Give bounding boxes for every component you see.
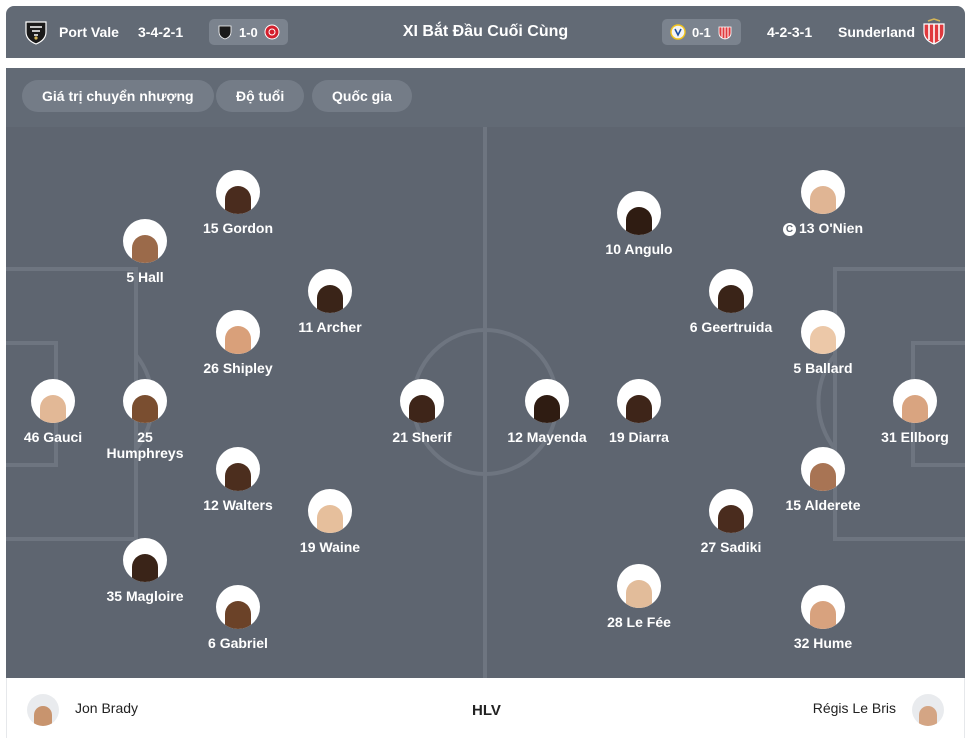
player-photo xyxy=(216,447,260,491)
player-photo xyxy=(801,585,845,629)
lineup-header: Port Vale 3-4-2-1 1-0 XI Bắt Đầu Cuối Cù… xyxy=(6,6,965,58)
home-player[interactable]: 6 Gabriel xyxy=(178,585,298,651)
lineup-widget: Port Vale 3-4-2-1 1-0 XI Bắt Đầu Cuối Cù… xyxy=(6,6,965,738)
home-team-name[interactable]: Port Vale xyxy=(59,24,119,40)
player-photo xyxy=(31,379,75,423)
player-photo xyxy=(123,219,167,263)
home-last-result-score: 1-0 xyxy=(239,24,258,40)
away-team-name[interactable]: Sunderland xyxy=(838,24,916,40)
player-photo xyxy=(801,447,845,491)
player-label: 35 Magloire xyxy=(106,588,184,604)
home-player[interactable]: 26 Shipley xyxy=(178,310,298,376)
away-player[interactable]: 5 Ballard xyxy=(763,310,883,376)
home-coach-name[interactable]: Jon Brady xyxy=(75,700,139,716)
filter-transfer-value-button[interactable]: Giá trị chuyển nhượng xyxy=(22,80,214,112)
player-label: 5 Hall xyxy=(126,269,164,285)
player-photo xyxy=(216,585,260,629)
port-vale-mini-crest-icon xyxy=(218,25,232,40)
away-coach-name[interactable]: Régis Le Bris xyxy=(812,700,896,716)
filter-age-button[interactable]: Độ tuổi xyxy=(216,80,305,112)
away-last-result-score: 0-1 xyxy=(692,24,711,40)
leeds-crest-icon xyxy=(670,24,686,40)
player-photo xyxy=(617,379,661,423)
player-photo xyxy=(308,489,352,533)
player-label: 10 Angulo xyxy=(605,241,673,257)
player-label: 25 Humphreys xyxy=(106,429,184,461)
player-photo xyxy=(801,170,845,214)
home-last-result-chip[interactable]: 1-0 xyxy=(209,19,288,45)
player-label: 46 Gauci xyxy=(23,429,83,445)
away-last-result-chip[interactable]: 0-1 xyxy=(662,19,741,45)
away-player[interactable]: 12 Mayenda xyxy=(487,379,607,445)
away-player[interactable]: 27 Sadiki xyxy=(671,489,791,555)
player-label: 12 Walters xyxy=(203,497,273,513)
home-player[interactable]: 15 Gordon xyxy=(178,170,298,236)
home-player[interactable]: 12 Walters xyxy=(178,447,298,513)
bristol-city-crest-icon xyxy=(264,24,280,40)
captain-player-label: 13 O'Nien xyxy=(798,220,864,236)
player-photo xyxy=(123,538,167,582)
away-player[interactable]: 32 Hume xyxy=(763,585,883,651)
filter-nationality-button[interactable]: Quốc gia xyxy=(312,80,412,112)
away-player[interactable]: 28 Le Fée xyxy=(579,564,699,630)
player-photo xyxy=(617,191,661,235)
player-label: 31 Ellborg xyxy=(881,429,949,445)
player-label: 26 Shipley xyxy=(203,360,273,376)
away-player[interactable]: 10 Angulo xyxy=(579,191,699,257)
player-label: 21 Sherif xyxy=(392,429,452,445)
player-photo xyxy=(308,269,352,313)
player-label: 28 Le Fée xyxy=(607,614,671,630)
player-photo xyxy=(801,310,845,354)
home-coach-photo[interactable] xyxy=(27,694,59,726)
lineup-filter-bar: Giá trị chuyển nhượng Độ tuổi Quốc gia xyxy=(6,68,965,127)
sunderland-mini-crest-icon xyxy=(718,26,732,40)
home-player[interactable]: 25 Humphreys xyxy=(85,379,205,461)
player-label: 12 Mayenda xyxy=(507,429,587,445)
home-player[interactable]: 35 Magloire xyxy=(85,538,205,604)
player-label: 19 Waine xyxy=(299,539,361,555)
home-formation: 3-4-2-1 xyxy=(138,24,184,40)
player-photo xyxy=(709,489,753,533)
home-player[interactable]: 5 Hall xyxy=(85,219,205,285)
player-label: 15 Alderete xyxy=(785,497,861,513)
player-label: 11 Archer xyxy=(298,319,362,335)
player-photo xyxy=(617,564,661,608)
away-coach-photo[interactable] xyxy=(912,694,944,726)
port-vale-crest-icon[interactable] xyxy=(22,18,50,46)
player-photo xyxy=(216,310,260,354)
player-label: 27 Sadiki xyxy=(700,539,762,555)
player-label: 5 Ballard xyxy=(793,360,853,376)
player-photo xyxy=(123,379,167,423)
away-player[interactable]: 6 Geertruida xyxy=(671,269,791,335)
away-formation: 4-2-3-1 xyxy=(767,24,813,40)
away-player[interactable]: 31 Ellborg xyxy=(855,379,965,445)
sunderland-crest-icon[interactable] xyxy=(920,18,948,46)
coaches-label: HLV xyxy=(472,702,501,719)
player-photo xyxy=(400,379,444,423)
away-player[interactable]: 19 Diarra xyxy=(579,379,699,445)
home-player[interactable]: 11 Archer xyxy=(270,269,390,335)
captain-icon: C xyxy=(782,223,796,236)
player-label: 19 Diarra xyxy=(609,429,669,445)
player-label: 6 Geertruida xyxy=(689,319,773,335)
player-label: 32 Hume xyxy=(793,635,853,651)
player-label: 15 Gordon xyxy=(202,220,273,236)
coaches-bar: Jon Brady HLV Régis Le Bris xyxy=(6,678,965,738)
home-player[interactable]: 46 Gauci xyxy=(6,379,113,445)
home-player[interactable]: 21 Sherif xyxy=(362,379,482,445)
player-photo xyxy=(525,379,569,423)
player-photo xyxy=(709,269,753,313)
home-player[interactable]: 19 Waine xyxy=(270,489,390,555)
player-label: 6 Gabriel xyxy=(208,635,268,651)
player-photo xyxy=(893,379,937,423)
player-photo xyxy=(216,170,260,214)
away-player[interactable]: 15 Alderete xyxy=(763,447,883,513)
pitch: 15 Gordon 5 Hall 11 Archer 26 Shipley 46… xyxy=(6,127,965,678)
